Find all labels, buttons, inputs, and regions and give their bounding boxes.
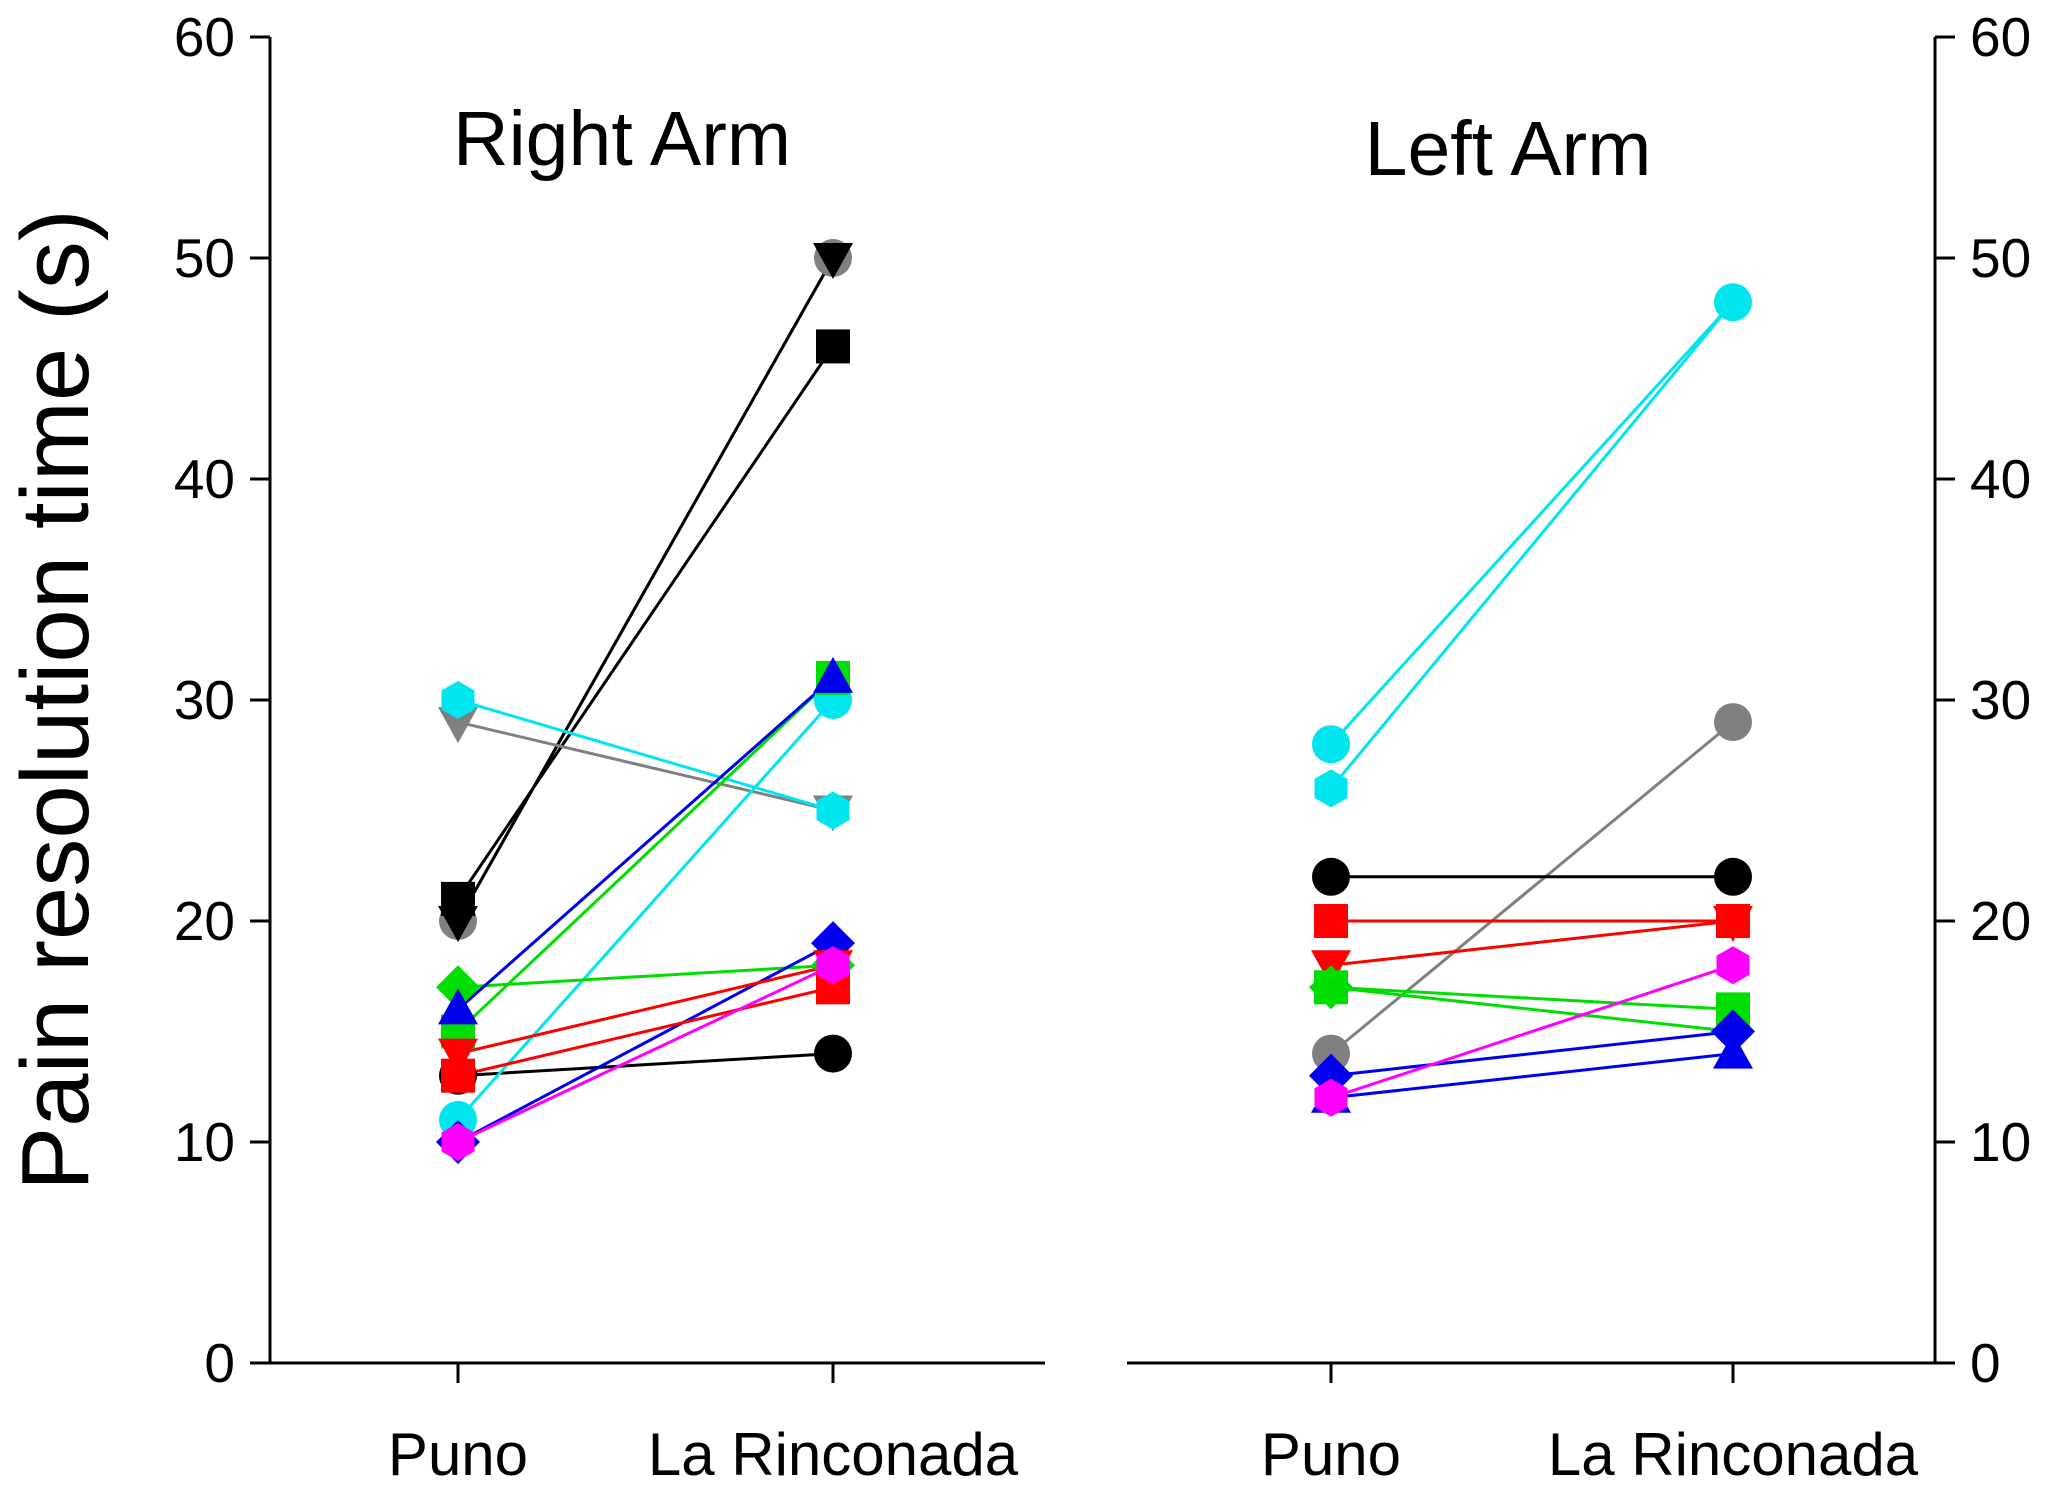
x-tick-label: Puno bbox=[388, 1421, 528, 1488]
data-point bbox=[813, 243, 853, 279]
data-point bbox=[1716, 283, 1750, 322]
y-axis-title: Pain resolution time (s) bbox=[2, 209, 109, 1191]
series-line bbox=[457, 963, 834, 1144]
series-line bbox=[1330, 1052, 1734, 1100]
series-line bbox=[456, 257, 835, 922]
y-tick-label: 50 bbox=[1970, 227, 2031, 289]
series-line bbox=[1330, 720, 1734, 1055]
x-tick-label: La Rinconada bbox=[1548, 1421, 1919, 1488]
series-line bbox=[1330, 963, 1734, 1100]
y-tick-label: 10 bbox=[174, 1111, 235, 1173]
y-tick-label: 60 bbox=[174, 6, 235, 68]
panel-title: Left Arm bbox=[1365, 106, 1652, 192]
y-tick-label: 60 bbox=[1970, 6, 2031, 68]
y-tick-label: 20 bbox=[1970, 890, 2031, 952]
data-point bbox=[1312, 725, 1350, 764]
data-point bbox=[436, 965, 480, 1010]
y-tick-label: 0 bbox=[1970, 1332, 2001, 1394]
series-line bbox=[457, 1052, 834, 1078]
series-line bbox=[457, 676, 834, 1011]
series-line bbox=[1329, 301, 1735, 790]
data-point bbox=[438, 988, 478, 1025]
y-tick-label: 20 bbox=[174, 890, 235, 952]
series-line bbox=[457, 985, 834, 1078]
series-line bbox=[456, 345, 835, 900]
y-tick-label: 10 bbox=[1970, 1111, 2031, 1173]
series-lines bbox=[456, 257, 1735, 1144]
data-point bbox=[1314, 904, 1348, 938]
data-point bbox=[816, 791, 850, 830]
data-point bbox=[1716, 946, 1750, 985]
series-line bbox=[1330, 985, 1734, 1011]
data-point bbox=[816, 329, 850, 364]
y-tick-label: 30 bbox=[174, 669, 235, 731]
series-line bbox=[1330, 985, 1734, 1033]
series-line bbox=[1330, 1030, 1734, 1078]
data-point bbox=[1312, 1034, 1350, 1073]
data-point bbox=[1714, 857, 1752, 896]
series-line bbox=[1330, 919, 1734, 967]
panel-title: Right Arm bbox=[453, 96, 791, 182]
axes-layer bbox=[250, 35, 1955, 1383]
data-point bbox=[1314, 769, 1348, 808]
data-point bbox=[816, 946, 850, 985]
data-point bbox=[813, 656, 853, 693]
data-point bbox=[814, 1034, 852, 1073]
data-point bbox=[441, 681, 475, 719]
data-point bbox=[1711, 1009, 1755, 1054]
data-point bbox=[1312, 857, 1350, 896]
data-point bbox=[438, 906, 478, 942]
data-point bbox=[1314, 970, 1348, 1005]
series-line bbox=[457, 963, 834, 989]
data-point bbox=[441, 1123, 475, 1161]
x-tick-label: La Rinconada bbox=[648, 1421, 1019, 1488]
data-point bbox=[438, 707, 478, 744]
series-line bbox=[456, 699, 835, 1121]
data-point bbox=[1713, 906, 1753, 942]
series-markers bbox=[436, 239, 1755, 1164]
series-line bbox=[456, 676, 835, 1033]
y-tick-label: 30 bbox=[1970, 669, 2031, 731]
y-tick-label: 0 bbox=[204, 1332, 235, 1394]
series-line bbox=[1329, 301, 1735, 746]
data-point bbox=[1713, 1032, 1753, 1069]
data-point bbox=[1714, 703, 1752, 742]
data-point bbox=[438, 1038, 478, 1075]
data-point bbox=[1314, 1078, 1348, 1117]
x-tick-label: Puno bbox=[1261, 1421, 1401, 1488]
series-line bbox=[457, 941, 834, 1144]
y-tick-label: 40 bbox=[174, 448, 235, 510]
y-tick-label: 50 bbox=[174, 227, 235, 289]
series-line bbox=[457, 698, 834, 812]
series-line bbox=[457, 963, 834, 1056]
series-line bbox=[457, 720, 834, 812]
y-tick-label: 40 bbox=[1970, 448, 2031, 510]
